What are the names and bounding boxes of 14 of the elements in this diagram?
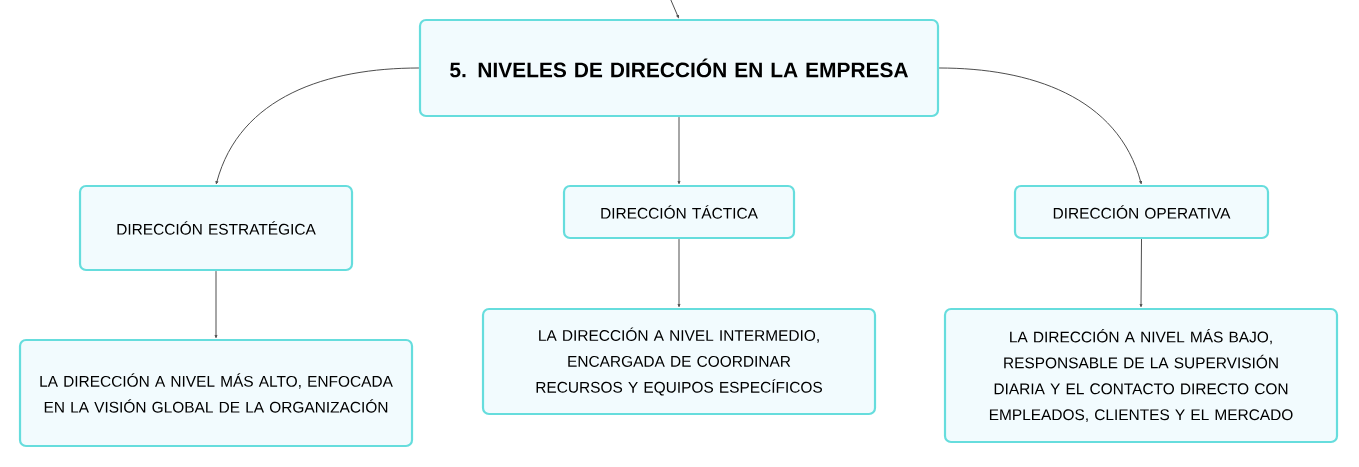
arrow bbox=[677, 238, 681, 308]
arrow bbox=[669, 0, 679, 19]
concept-box: LA DIRECCIÓN A NIVEL MÁS ALTO, ENFOCADA EN LA VISIÓN GLOBAL DE LA ORGANIZACIÓN bbox=[18, 338, 414, 448]
title-box: 5. NIVELES DE DIRECCIÓN EN LA EMPRESA bbox=[418, 18, 940, 118]
concept-box: DIRECCIÓN TÁCTICA bbox=[562, 184, 796, 240]
concept-box: DIRECCIÓN ESTRATÉGICA bbox=[78, 184, 354, 272]
concept-box: DIRECCIÓN OPERATIVA bbox=[1013, 184, 1270, 240]
arrow bbox=[1139, 238, 1143, 308]
arrow bbox=[214, 270, 218, 339]
arrow bbox=[215, 67, 420, 185]
arrow bbox=[677, 116, 681, 185]
arrow bbox=[938, 67, 1142, 185]
concept-box: LA DIRECCIÓN A NIVEL MÁS BAJO, RESPONSABLE DE LA SUPERVISIÓN DIARIA Y EL CONTACTO DIRECTO CON EMPLEADOS, CLIENTES Y EL MERCADO bbox=[943, 307, 1339, 444]
concept-box: LA DIRECCIÓN A NIVEL INTERMEDIO, ENCARGADA DE COORDINAR RECURSOS Y EQUIPOS ESPECÍFICOS bbox=[481, 307, 877, 416]
